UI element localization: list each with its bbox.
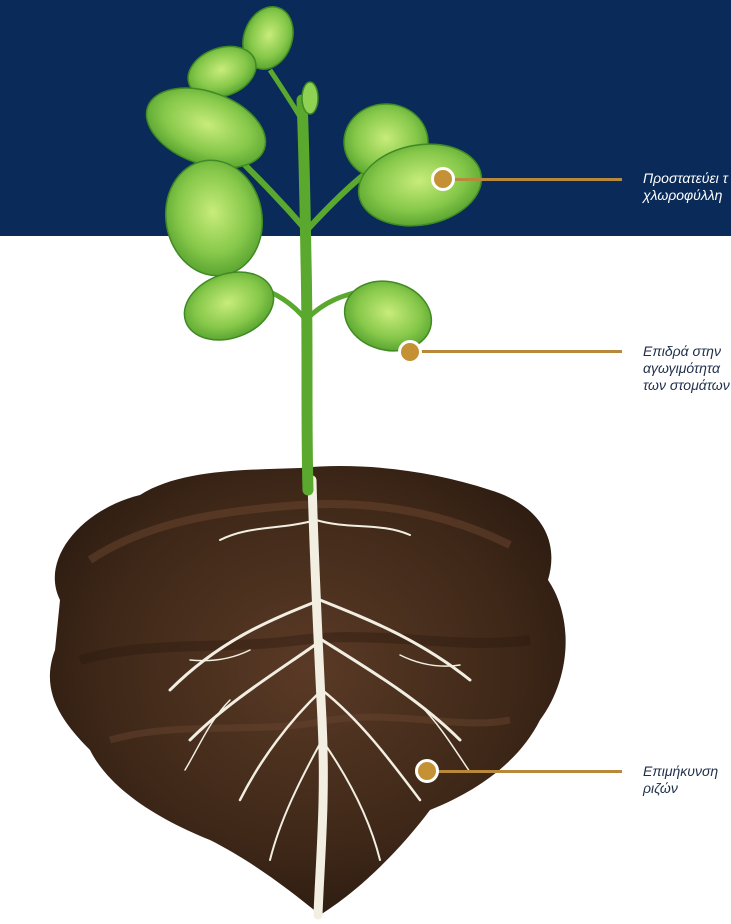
chlorophyll-callout-dot: [431, 167, 455, 191]
roots-callout-dot: [415, 759, 439, 783]
chlorophyll-callout-label: Προστατεύει τ χλωροφύλλη: [643, 170, 731, 204]
stomata-callout-label: Επιδρά στην αγωγιμότητα των στομάτων: [643, 343, 731, 394]
stomata-callout-line: [418, 350, 622, 353]
chlorophyll-callout-line: [452, 178, 622, 181]
stomata-callout-dot: [398, 340, 422, 364]
roots-callout-line: [436, 770, 622, 773]
roots-callout-label: Επιμήκυνση ριζών: [643, 763, 731, 797]
soil-clump: [50, 466, 566, 915]
